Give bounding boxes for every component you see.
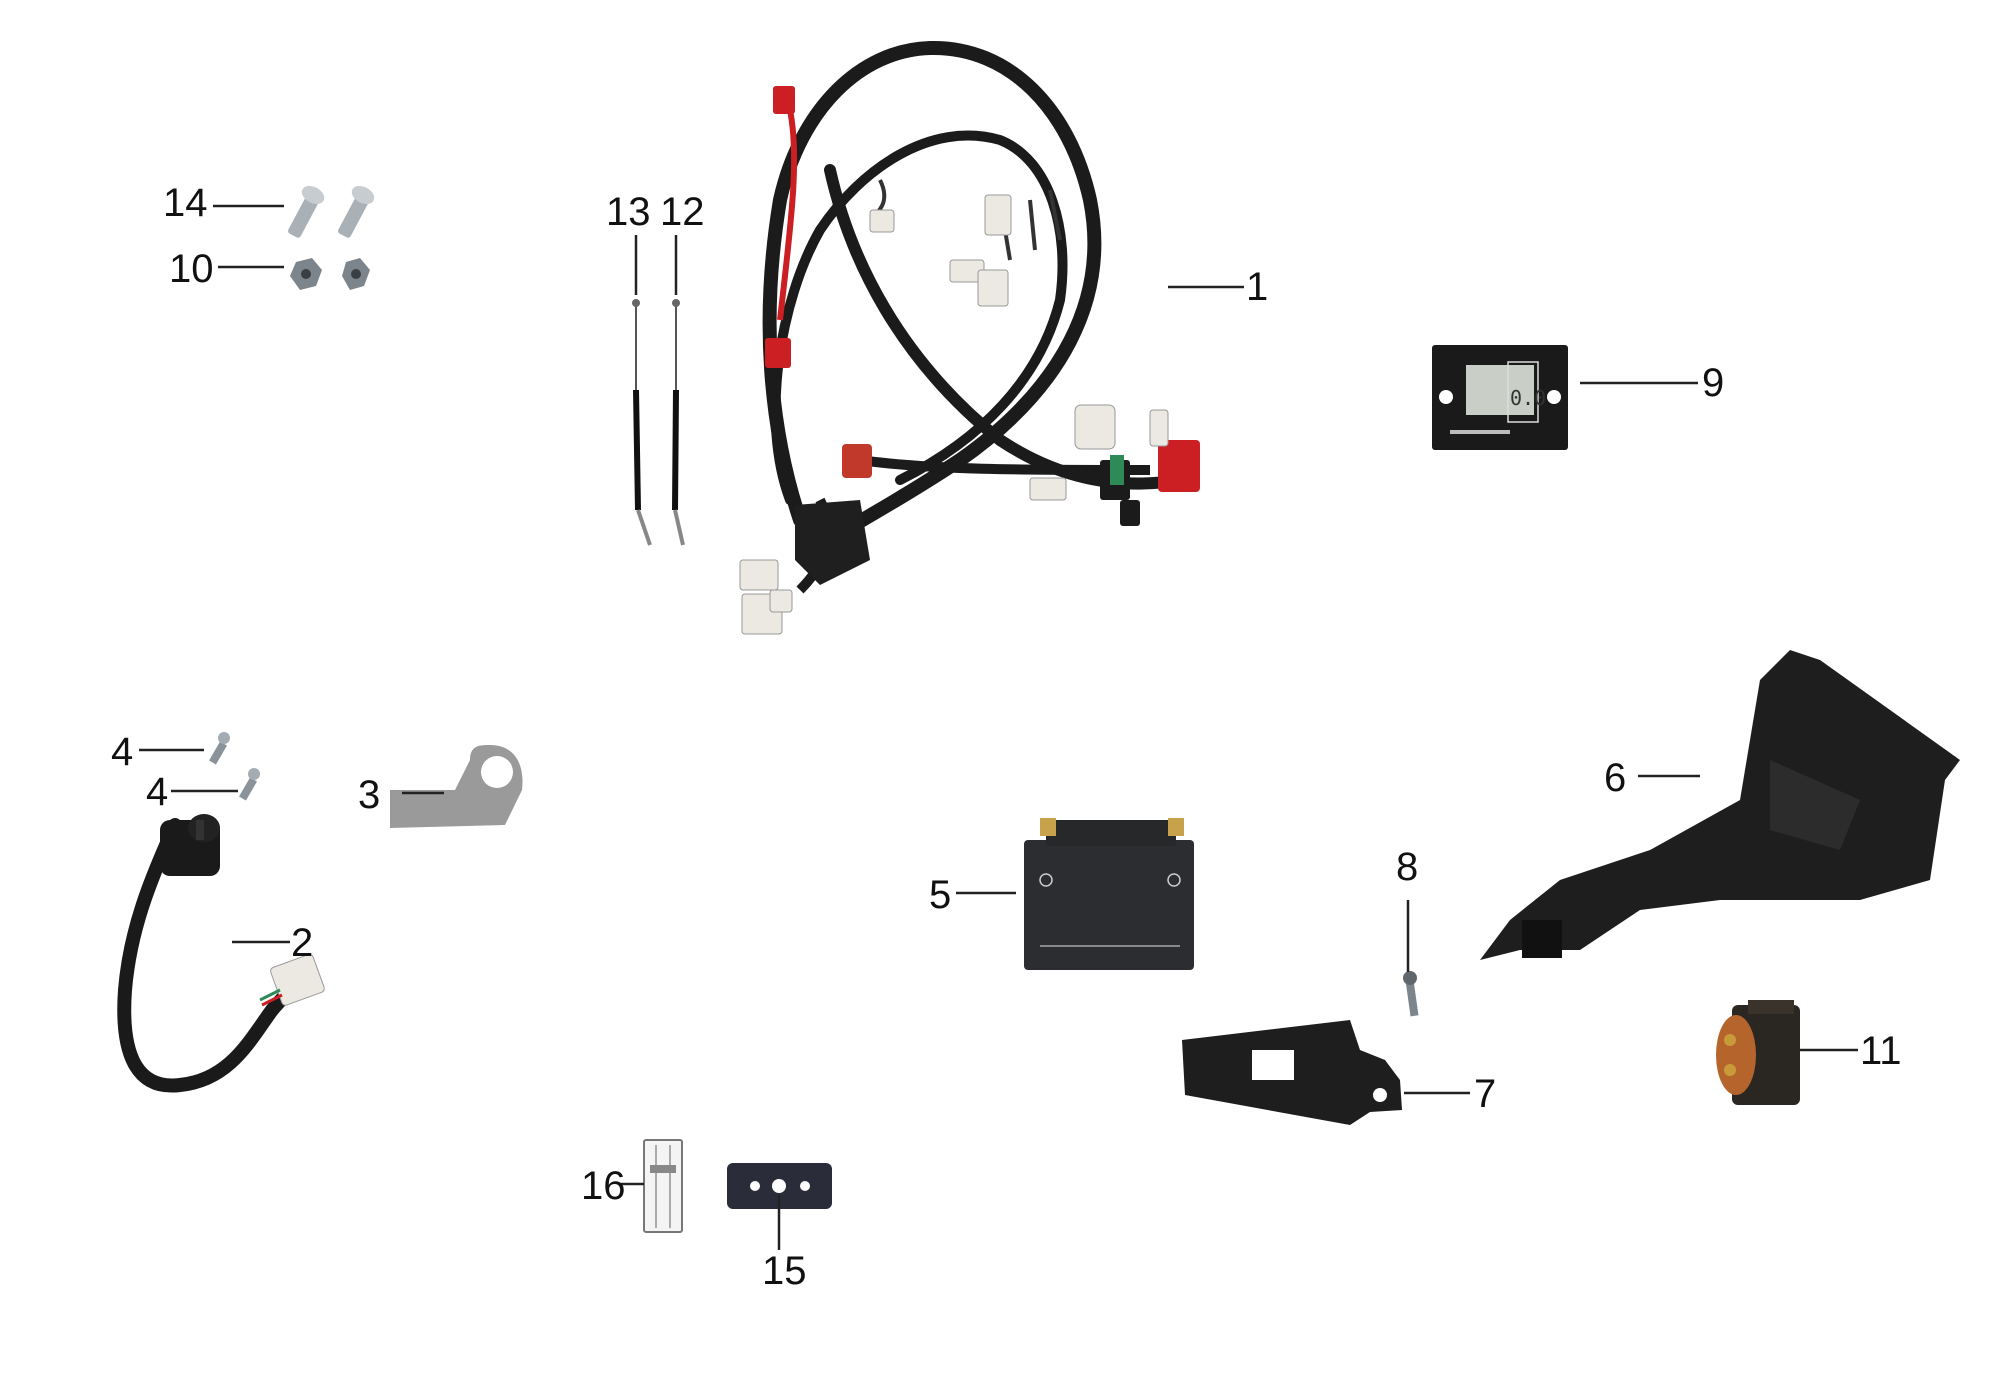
ground-wire-icon bbox=[672, 299, 685, 546]
callout-13: 13 bbox=[606, 190, 651, 234]
callout-2: 2 bbox=[291, 921, 313, 965]
callout-9: 9 bbox=[1702, 361, 1724, 405]
wiring-harness-icon bbox=[739, 40, 1200, 635]
mounting-bracket-icon bbox=[390, 745, 523, 828]
callout-7: 7 bbox=[1474, 1072, 1496, 1116]
callout-5: 5 bbox=[929, 873, 951, 917]
callout-14: 14 bbox=[163, 181, 208, 225]
screw-icon bbox=[209, 732, 260, 801]
callout-12: 12 bbox=[660, 190, 705, 234]
hour-meter-readout: 0.0 bbox=[1510, 386, 1546, 410]
callout-1: 1 bbox=[1246, 265, 1268, 309]
nut-icon bbox=[290, 258, 370, 290]
ground-wire-icon bbox=[632, 299, 652, 546]
callout-3: 3 bbox=[358, 773, 380, 817]
callout-6: 6 bbox=[1604, 756, 1626, 800]
battery-box-icon bbox=[1480, 650, 1960, 960]
callout-16: 16 bbox=[581, 1164, 626, 1208]
callout-15: 15 bbox=[762, 1249, 807, 1293]
callout-8: 8 bbox=[1396, 845, 1418, 889]
battery-icon bbox=[1024, 818, 1194, 970]
callout-4b: 4 bbox=[146, 770, 168, 814]
bolt-icon bbox=[1403, 971, 1419, 1017]
callout-10: 10 bbox=[169, 247, 214, 291]
battery-holder-icon bbox=[1182, 1020, 1402, 1125]
hour-meter-icon: 0.0 bbox=[1432, 345, 1568, 450]
callout-4a: 4 bbox=[111, 730, 133, 774]
ignition-switch-icon bbox=[117, 814, 325, 1093]
starter-relay-icon bbox=[1716, 1000, 1800, 1105]
mounting-plate-icon bbox=[727, 1163, 832, 1209]
bolt-icon bbox=[288, 185, 375, 238]
fuse-icon bbox=[643, 1139, 683, 1233]
callout-11: 11 bbox=[1860, 1029, 1902, 1073]
